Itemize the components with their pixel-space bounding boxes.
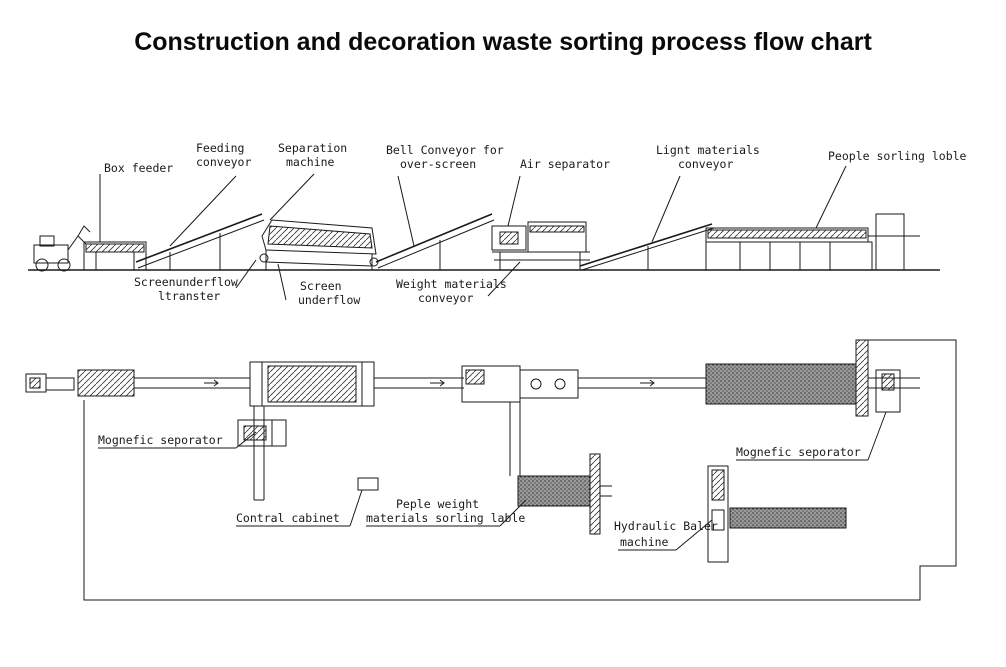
label-weight-materials-2: conveyor: [418, 291, 473, 305]
label-control-cabinet: Contral cabinet: [236, 511, 340, 525]
elevation-view: Box feeder Feeding conveyor Separation m…: [28, 141, 967, 307]
label-hydraulic-baler-1: Hydraulic Baler: [614, 519, 718, 533]
light-materials-conveyor: [579, 223, 715, 271]
label-box-feeder: Box feeder: [104, 161, 173, 175]
label-screenunderflow-1: Screenunderflow: [134, 275, 238, 289]
label-screen-underflow-2: underflow: [298, 293, 360, 307]
label-separation-machine-2: machine: [286, 155, 335, 169]
hydraulic-baler-machine: [707, 465, 847, 563]
underflow-conveyor-plan: [253, 406, 265, 501]
label-people-sorting-table: People sorling loble: [828, 149, 967, 163]
label-hydraulic-baler-2: machine: [620, 535, 669, 549]
label-separation-machine-1: Separation: [278, 141, 347, 155]
wheel-loader-icon: [33, 225, 91, 272]
air-separator-plan: [461, 365, 579, 403]
label-light-materials-1: Lignt materials: [656, 143, 760, 157]
label-bell-conveyor-2: over-screen: [400, 157, 476, 171]
label-magnetic-separator-right: Mognefic seporator: [736, 445, 861, 459]
plan-view: Mognefic seporator Contral cabinet Peple…: [25, 339, 957, 601]
label-light-materials-2: conveyor: [678, 157, 733, 171]
label-people-weight-2: materials sorling lable: [366, 511, 525, 525]
box-feeder-plan: [77, 369, 135, 397]
air-separator: [491, 221, 590, 270]
label-screen-underflow-1: Screen: [300, 279, 342, 293]
box-feeder: [83, 241, 147, 271]
people-sorting-table-plan: [705, 363, 857, 405]
bell-conveyor-over-screen: [375, 213, 495, 270]
label-weight-materials-1: Weight materials: [396, 277, 507, 291]
people-weight-sorting-table: [517, 475, 591, 507]
feeding-conveyor: [135, 213, 265, 270]
page-title: Construction and decoration waste sortin…: [134, 28, 872, 56]
magnetic-separator-right: [875, 369, 901, 413]
plant-boundary: [83, 339, 957, 601]
wheel-loader-plan-icon: [25, 373, 75, 393]
label-feeding-conveyor-1: Feeding: [196, 141, 244, 155]
label-magnetic-separator-left: Mognefic seporator: [98, 433, 223, 447]
separation-machine-plan: [249, 361, 375, 407]
label-air-separator: Air separator: [520, 157, 610, 171]
label-screenunderflow-2: ltranster: [158, 289, 220, 303]
label-feeding-conveyor-2: conveyor: [196, 155, 251, 169]
screen-underflow-belt: [265, 261, 373, 267]
people-sorting-table: [705, 213, 920, 271]
label-people-weight-1: Peple weight: [396, 497, 479, 511]
label-bell-conveyor-1: Bell Conveyor for: [386, 143, 504, 157]
control-cabinet: [357, 477, 379, 491]
